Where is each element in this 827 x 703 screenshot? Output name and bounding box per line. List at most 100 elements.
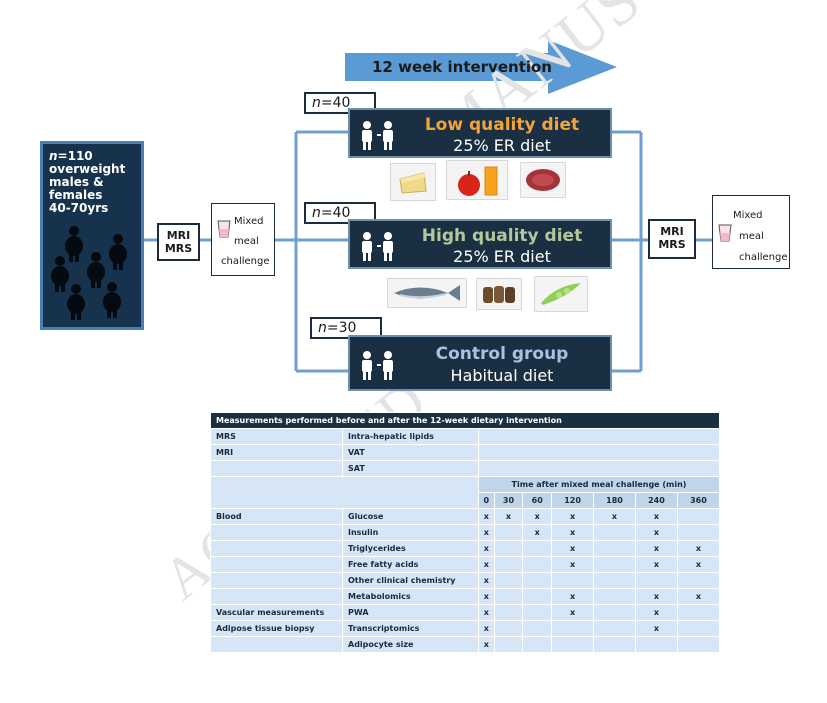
meal-line-2: meal [234, 236, 259, 247]
cohort-text: n=110 overweight males & females 40-70yr… [49, 150, 125, 215]
time-value: 60 [522, 492, 553, 509]
measurement-mark [493, 556, 524, 573]
header-blank [210, 476, 479, 509]
row-item: Glucose [342, 508, 479, 525]
measurement-mark [676, 524, 721, 541]
table-row: SAT [210, 460, 720, 477]
row-item: Triglycerides [342, 540, 479, 557]
measurement-mark: x [522, 524, 553, 541]
table-title-row: Measurements performed before and after … [210, 412, 720, 429]
row-item: Transcriptomics [342, 620, 479, 637]
measurement-mark [551, 572, 595, 589]
flow-lines [144, 130, 712, 373]
measurement-mark: x [493, 508, 524, 525]
cohort-line-4: 40-70yrs [49, 201, 109, 215]
measurement-mark [593, 620, 636, 637]
measurement-mark: x [634, 556, 678, 573]
measurement-mark [522, 556, 553, 573]
measurement-mark [676, 620, 721, 637]
row-category: MRS [210, 428, 343, 445]
meal-line-1: Mixed [733, 210, 763, 221]
row-item: Adipocyte size [342, 636, 479, 653]
measurement-mark: x [478, 556, 495, 573]
cohort-line-3: females [49, 188, 103, 202]
row-item: Other clinical chemistry [342, 572, 479, 589]
measurement-mark [676, 604, 721, 621]
measurement-mark [493, 636, 524, 653]
row-category [210, 636, 343, 653]
measurement-mark [593, 556, 636, 573]
cohort-line-1: overweight [49, 162, 126, 176]
measurement-mark [493, 524, 524, 541]
group-3-title: Control group [435, 344, 569, 364]
row-category [210, 524, 343, 541]
measurement-mark [493, 588, 524, 605]
time-value: 240 [634, 492, 678, 509]
baseline-meal-challenge-box: Mixed meal challenge [211, 203, 275, 276]
row-category [210, 556, 343, 573]
cohort-box: n=110 overweight males & females 40-70yr… [40, 141, 144, 330]
cup-icon [718, 224, 732, 242]
table-title: Measurements performed before and after … [210, 412, 720, 429]
time-header: Time after mixed meal challenge (min) [478, 476, 720, 493]
baseline-mrs: MRS [164, 242, 193, 255]
measurement-mark [676, 572, 721, 589]
measurement-mark [593, 572, 636, 589]
followup-mrs: MRS [658, 238, 686, 251]
food-vegetables [534, 276, 588, 312]
food-fish [387, 278, 467, 308]
measurement-mark [676, 508, 721, 525]
row-category: Adipose tissue biopsy [210, 620, 343, 637]
row-item: SAT [342, 460, 479, 477]
group-3-n-value: =30 [326, 320, 357, 336]
fish-icon [394, 285, 460, 301]
measurement-mark [593, 636, 636, 653]
measurement-mark: x [478, 508, 495, 525]
group-1-subtitle: 25% ER diet [453, 136, 551, 155]
measurement-mark [493, 572, 524, 589]
measurement-mark: x [551, 588, 595, 605]
row-category [210, 572, 343, 589]
measurement-mark [522, 604, 553, 621]
followup-mri-mrs-box: MRI MRS [648, 219, 696, 259]
row-item: Intra-hepatic lipids [342, 428, 479, 445]
measurement-mark [593, 604, 636, 621]
apple-juice-icon [458, 166, 498, 196]
measurement-mark [522, 620, 553, 637]
time-value: 180 [593, 492, 636, 509]
measurement-mark [551, 620, 595, 637]
followup-meal-challenge-box: Mixed meal challenge [712, 195, 790, 269]
group-2-title: High quality diet [421, 226, 583, 246]
group-3-subtitle: Habitual diet [450, 366, 554, 385]
group-1-title: Low quality diet [424, 115, 580, 135]
food-cheese [390, 163, 436, 201]
participant-icon [362, 232, 393, 261]
cohort-line-2: males & [49, 175, 104, 189]
meal-line-2: meal [739, 231, 764, 242]
group-2-n-label: n=40 [304, 202, 376, 224]
measurement-mark: x [478, 572, 495, 589]
measurements-grid: Measurements performed before and after … [210, 412, 721, 653]
participant-icon [362, 121, 393, 150]
measurement-mark: x [634, 604, 678, 621]
measurement-mark: x [478, 636, 495, 653]
time-value: 30 [493, 492, 524, 509]
measurement-mark: x [551, 604, 595, 621]
measurement-mark [551, 636, 595, 653]
group-2-n-value: =40 [320, 205, 351, 221]
group-3-n-label: n=30 [310, 317, 382, 339]
measurement-mark [522, 572, 553, 589]
row-empty [478, 428, 720, 445]
row-category [210, 540, 343, 557]
measurement-mark [676, 636, 721, 653]
measurement-mark: x [676, 556, 721, 573]
row-item: Free fatty acids [342, 556, 479, 573]
people-group-icon [51, 226, 127, 320]
measurement-mark: x [551, 508, 595, 525]
meal-line-1: Mixed [234, 216, 264, 227]
time-value: 0 [478, 492, 495, 509]
time-header-row: Time after mixed meal challenge (min) [210, 476, 720, 509]
